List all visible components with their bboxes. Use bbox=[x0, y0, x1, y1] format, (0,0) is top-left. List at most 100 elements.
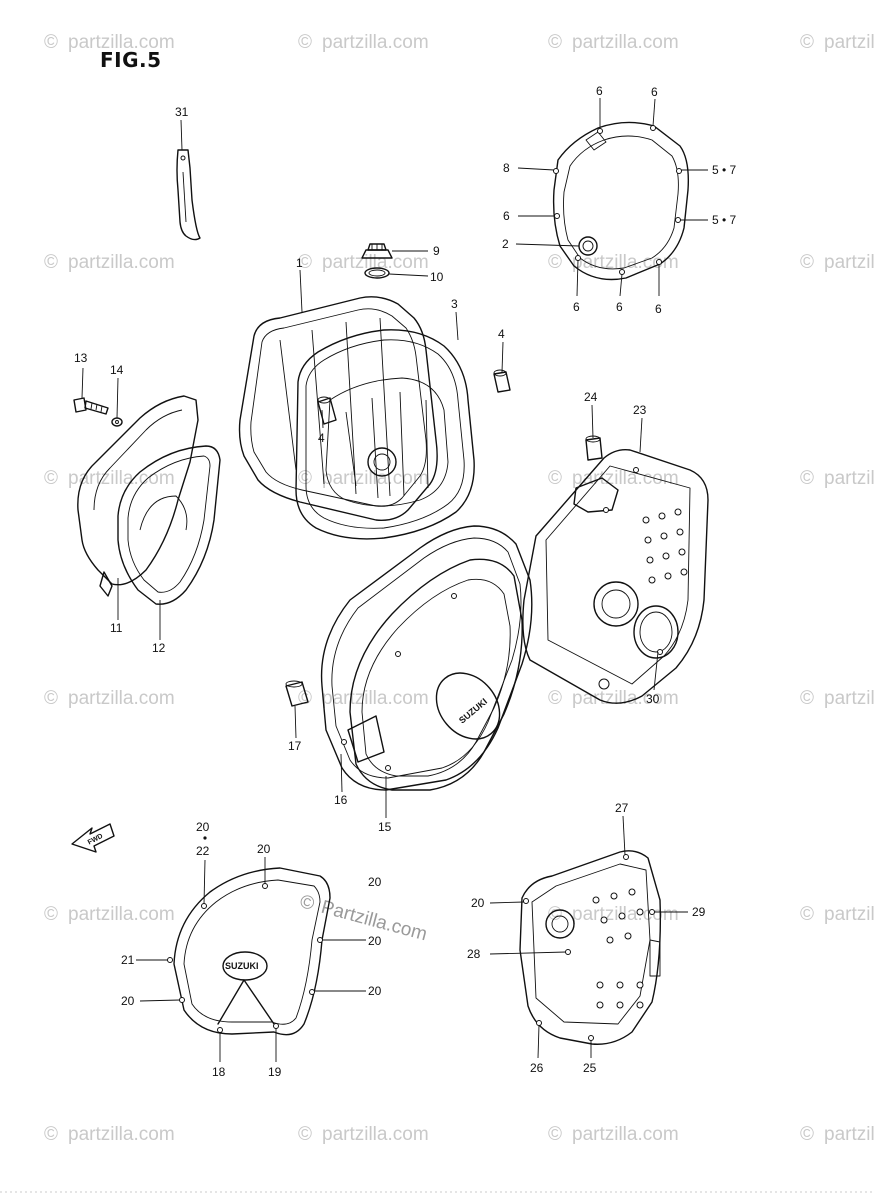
watermark-tile: © partzilla.com bbox=[548, 468, 679, 489]
watermark-symbol: © bbox=[800, 688, 814, 709]
watermark-tile: © partzilla.com bbox=[44, 32, 175, 53]
watermark-text: partzilla.com bbox=[68, 252, 175, 273]
watermark-tile: © partzilla.com bbox=[298, 1124, 429, 1145]
watermark-symbol: © bbox=[298, 32, 312, 53]
part-31-strap bbox=[176, 149, 201, 241]
callout-label: 6 bbox=[651, 85, 658, 99]
part-4-dowel-pin-b bbox=[493, 369, 511, 393]
part-30-cap bbox=[633, 605, 679, 659]
callout-label: 20 bbox=[121, 994, 135, 1008]
callout-label: 17 bbox=[288, 739, 302, 753]
fwd-text: FWD bbox=[87, 833, 104, 847]
part-4-dowel-pin-a bbox=[317, 396, 337, 425]
callout-label: 16 bbox=[334, 793, 348, 807]
watermark-tile: ©partzilla.com bbox=[800, 468, 874, 489]
callout-label: 28 bbox=[467, 947, 481, 961]
callout-labels: 31 6 6 8 5 • 7 6 5 • 7 2 6 6 6 9 10 1 3 … bbox=[74, 84, 737, 1079]
callout-label: 18 bbox=[212, 1065, 226, 1079]
part-14-washer bbox=[111, 417, 123, 427]
watermark-symbol: © bbox=[548, 252, 562, 273]
watermark-symbol: © bbox=[548, 1124, 562, 1145]
callout-label: 26 bbox=[530, 1061, 544, 1075]
lower-cover-brand-text: SUZUKI bbox=[225, 961, 259, 971]
callout-label: 6 bbox=[655, 302, 662, 316]
watermark-text: partzilla.com bbox=[572, 904, 679, 925]
watermark-tile: © partzilla.com bbox=[44, 252, 175, 273]
callout-label: 24 bbox=[584, 390, 598, 404]
callout-label: 25 bbox=[583, 1061, 597, 1075]
callout-label: 12 bbox=[152, 641, 166, 655]
part-13-bolt bbox=[73, 397, 109, 415]
watermark-symbol: © bbox=[800, 32, 814, 53]
callout-label: 20 bbox=[471, 896, 485, 910]
watermark-symbol: © bbox=[298, 1124, 312, 1145]
watermark-tile: ©partzilla.com bbox=[44, 688, 175, 709]
callout-label: 29 bbox=[692, 905, 706, 919]
callout-label: 2 bbox=[502, 237, 509, 251]
part-9-oil-filler-cap bbox=[361, 243, 393, 259]
watermark-text: partzilla.com bbox=[824, 32, 874, 53]
watermark-text: partzilla.com bbox=[68, 468, 175, 489]
callout-label: 20 bbox=[368, 875, 382, 889]
watermark-symbol: © bbox=[44, 252, 58, 273]
watermark-symbol: © bbox=[548, 32, 562, 53]
watermark-symbol: © bbox=[800, 252, 814, 273]
watermark-tile: © partzilla.com bbox=[548, 688, 679, 709]
cover-brand-text: SUZUKI bbox=[457, 696, 489, 725]
callout-label: 8 bbox=[503, 161, 510, 175]
watermark-symbol: © bbox=[298, 891, 317, 915]
lower-left-generator-cover: SUZUKI bbox=[173, 867, 331, 1036]
callout-label: 4 bbox=[498, 327, 505, 341]
callout-label: 15 bbox=[378, 820, 392, 834]
callout-label: 20 bbox=[368, 984, 382, 998]
callout-label: 5 • 7 bbox=[712, 163, 737, 177]
watermark-text: partzilla.com bbox=[824, 688, 874, 709]
callout-label: 6 bbox=[503, 209, 510, 223]
callout-label: 23 bbox=[633, 403, 647, 417]
watermark-text: partzilla.com bbox=[824, 1124, 874, 1145]
watermark-tile: ©partzilla.com bbox=[298, 688, 429, 709]
callout-label: 20 bbox=[257, 842, 271, 856]
watermark-tile: © partzilla.com bbox=[548, 1124, 679, 1145]
part-10-o-ring bbox=[364, 267, 390, 279]
callout-label: 31 bbox=[175, 105, 189, 119]
callout-label: 5 • 7 bbox=[712, 213, 737, 227]
watermark-tile: ©partzilla.com bbox=[44, 904, 175, 925]
watermark-tile: ©partzilla.com bbox=[548, 32, 679, 53]
callout-label: 3 bbox=[451, 297, 458, 311]
watermark-symbol: © bbox=[44, 688, 58, 709]
watermark-text: partzilla.com bbox=[572, 468, 679, 489]
callout-label: 13 bbox=[74, 351, 88, 365]
callout-label: 4 bbox=[318, 431, 325, 445]
watermark-text: partzilla.com bbox=[322, 1124, 429, 1145]
watermark-text: partzilla.com bbox=[572, 688, 679, 709]
watermark-layer: © partzilla.com © partzilla.com © partzilla… bbox=[44, 32, 874, 1145]
part-23-sprocket-cover bbox=[522, 448, 709, 704]
callout-label: 22 bbox=[196, 844, 210, 858]
watermark-tile: ©partzilla.com bbox=[800, 904, 874, 925]
watermark-text: partzilla.com bbox=[322, 252, 429, 273]
watermark-symbol: © bbox=[548, 468, 562, 489]
callout-label: 10 bbox=[430, 270, 444, 284]
callout-label: 21 bbox=[121, 953, 135, 967]
watermark-tile: ©partzilla.com bbox=[298, 468, 429, 489]
watermark-text: partzilla.com bbox=[68, 32, 175, 53]
part-16-generator-cover-gasket bbox=[320, 525, 533, 791]
callout-label: 20 bbox=[196, 820, 210, 834]
watermark-symbol: © bbox=[800, 1124, 814, 1145]
watermark-symbol: © bbox=[44, 468, 58, 489]
watermark-tile: ©partzilla.com bbox=[44, 1124, 175, 1145]
watermark-text: partzilla.com bbox=[824, 904, 874, 925]
callout-label: 30 bbox=[646, 692, 660, 706]
watermark-symbol: © bbox=[548, 688, 562, 709]
callout-label: 11 bbox=[110, 621, 123, 635]
watermark-symbol: © bbox=[44, 32, 58, 53]
part-24-dowel-pin bbox=[585, 435, 603, 461]
callout-label: 14 bbox=[110, 363, 124, 377]
watermark-symbol: © bbox=[298, 468, 312, 489]
callout-label: 27 bbox=[615, 801, 629, 815]
watermark-symbol: © bbox=[44, 1124, 58, 1145]
watermark-text: partzilla.com bbox=[572, 1124, 679, 1145]
